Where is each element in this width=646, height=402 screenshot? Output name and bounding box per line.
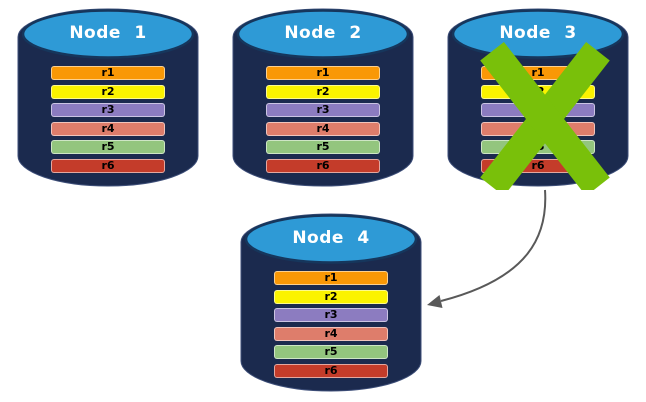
replica-bar-r5: r5 xyxy=(481,140,595,154)
replica-bar-r6: r6 xyxy=(266,158,380,173)
node-2-title: Node 2 xyxy=(284,23,362,43)
replica-bar-r4: r4 xyxy=(481,121,595,136)
replica-bar-r5: r5 xyxy=(51,140,165,154)
node-3-title: Node 3 xyxy=(499,23,577,43)
replica-bar-r4: r4 xyxy=(51,121,165,136)
node-1-title: Node 1 xyxy=(69,23,147,43)
replica-bar-r3: r3 xyxy=(266,103,380,117)
replica-bar-r6: r6 xyxy=(51,158,165,173)
node-1: Node 1 r1 r2 r3 r4 r5 r6 xyxy=(10,4,206,190)
replica-bar-r2: r2 xyxy=(274,289,388,304)
node-4-title: Node 4 xyxy=(292,228,370,248)
replica-bar-r4: r4 xyxy=(266,121,380,136)
replica-bar-r1: r1 xyxy=(51,66,165,80)
node-2: Node 2 r1 r2 r3 r4 r5 r6 xyxy=(225,4,421,190)
replica-bar-r2: r2 xyxy=(266,84,380,99)
replica-bar-r3: r3 xyxy=(481,103,595,117)
node-4: Node 4 r1 r2 r3 r4 r5 r6 xyxy=(233,209,429,395)
node-4-replicas: r1 r2 r3 r4 r5 r6 xyxy=(274,271,388,382)
node-1-replicas: r1 r2 r3 r4 r5 r6 xyxy=(51,66,165,177)
replica-bar-r1: r1 xyxy=(274,271,388,285)
replica-bar-r5: r5 xyxy=(274,345,388,359)
replica-bar-r2: r2 xyxy=(481,84,595,99)
replica-bar-r6: r6 xyxy=(274,363,388,378)
replica-bar-r5: r5 xyxy=(266,140,380,154)
replica-bar-r1: r1 xyxy=(266,66,380,80)
replica-bar-r4: r4 xyxy=(274,326,388,341)
replica-bar-r6: r6 xyxy=(481,158,595,173)
node-3: Node 3 r1 r2 r3 r4 r5 r6 xyxy=(440,4,636,190)
replica-bar-r2: r2 xyxy=(51,84,165,99)
node-3-replicas: r1 r2 r3 r4 r5 r6 xyxy=(481,66,595,177)
replica-bar-r3: r3 xyxy=(274,308,388,322)
replica-bar-r1: r1 xyxy=(481,66,595,80)
node-2-replicas: r1 r2 r3 r4 r5 r6 xyxy=(266,66,380,177)
replica-bar-r3: r3 xyxy=(51,103,165,117)
